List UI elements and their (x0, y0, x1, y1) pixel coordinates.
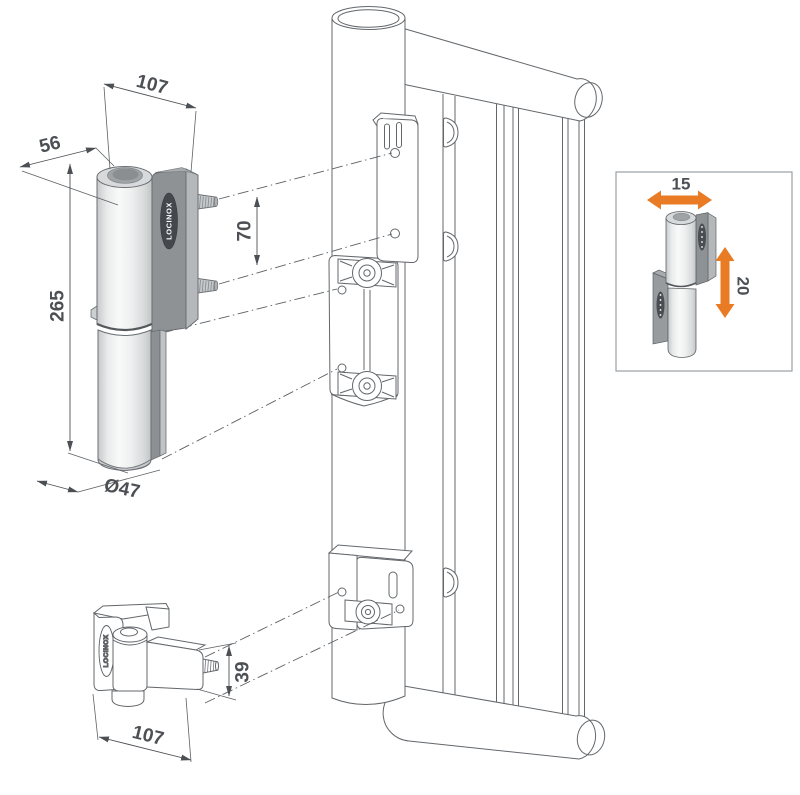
post-top-bracket (372, 112, 419, 264)
dim-label-39: 39 (233, 661, 254, 682)
bracket-screw-hole (337, 587, 347, 597)
bracket-screw-hole (395, 604, 405, 614)
gate-stile-weld-tabs (443, 117, 459, 598)
gate-and-post-drawing (327, 6, 606, 760)
dim-bolt-spacing: 70 (235, 196, 260, 266)
hinge-hook-detail (90, 305, 98, 321)
dim-label-56: 56 (37, 132, 63, 157)
dim-depth: 56 (19, 132, 119, 206)
hinge-lower-cylinder (97, 329, 152, 472)
dim-label-70: 70 (235, 220, 256, 241)
mini-hinge-lower-cylinder (667, 287, 697, 358)
dim-label-107-top: 107 (134, 71, 170, 99)
bottom-hinge-cylinder (112, 634, 148, 692)
gate-leaf-clamp-strip-highlight (159, 329, 167, 457)
gate-leaf-clamp-strip (150, 329, 161, 461)
gate-bottom-rail (382, 685, 606, 760)
dim-label-265: 265 (48, 290, 69, 322)
plate-screw-hole (337, 363, 347, 373)
brand-badge (160, 192, 178, 250)
mounting-bolt-lower (197, 277, 219, 294)
post-middle-mounting-plate (328, 254, 399, 407)
dim-bottom-width: 107 (92, 693, 192, 763)
bottom-hinge-bolt (202, 658, 219, 674)
bottom-hinge-drawing: LOCINOX (92, 602, 219, 708)
gate-top-rail (382, 27, 603, 122)
main-hinge-3d: LOCINOX (90, 166, 219, 472)
mounting-bolt-upper (197, 193, 219, 210)
inset-mini-hinge (652, 211, 717, 358)
dim-top-width: 107 (103, 71, 197, 173)
hinge-top-bore-shadow (112, 168, 139, 181)
brand-label: LOCINOX (165, 202, 174, 240)
mini-hinge-upper-cylinder (665, 217, 697, 287)
post-bottom-bracket (327, 544, 414, 631)
horizontal-adjust-arrow-icon (647, 190, 712, 210)
dim-label-d47: Ø47 (102, 475, 142, 503)
gate-vertical-bars (442, 94, 585, 730)
bottom-hinge-foot (111, 690, 145, 708)
bracket-bolt-hole (390, 228, 400, 239)
brand-label-bottom: LOCINOX (103, 634, 110, 667)
hinge-plate-side-face (185, 168, 199, 331)
adjustment-inset: 15 20 (615, 171, 793, 372)
hinge-plate-top-face (154, 167, 197, 175)
inset-label-15: 15 (672, 175, 691, 194)
hinge-upper-cylinder (96, 176, 153, 331)
inset-label-20: 20 (734, 277, 753, 296)
hinge-seam (96, 322, 153, 332)
vertical-adjust-arrow-icon (715, 247, 735, 318)
dim-diameter: Ø47 (36, 469, 161, 503)
dim-arm-height: 39 (196, 642, 254, 701)
plate-screw-hole (337, 285, 347, 295)
dim-height: 265 (48, 163, 129, 474)
